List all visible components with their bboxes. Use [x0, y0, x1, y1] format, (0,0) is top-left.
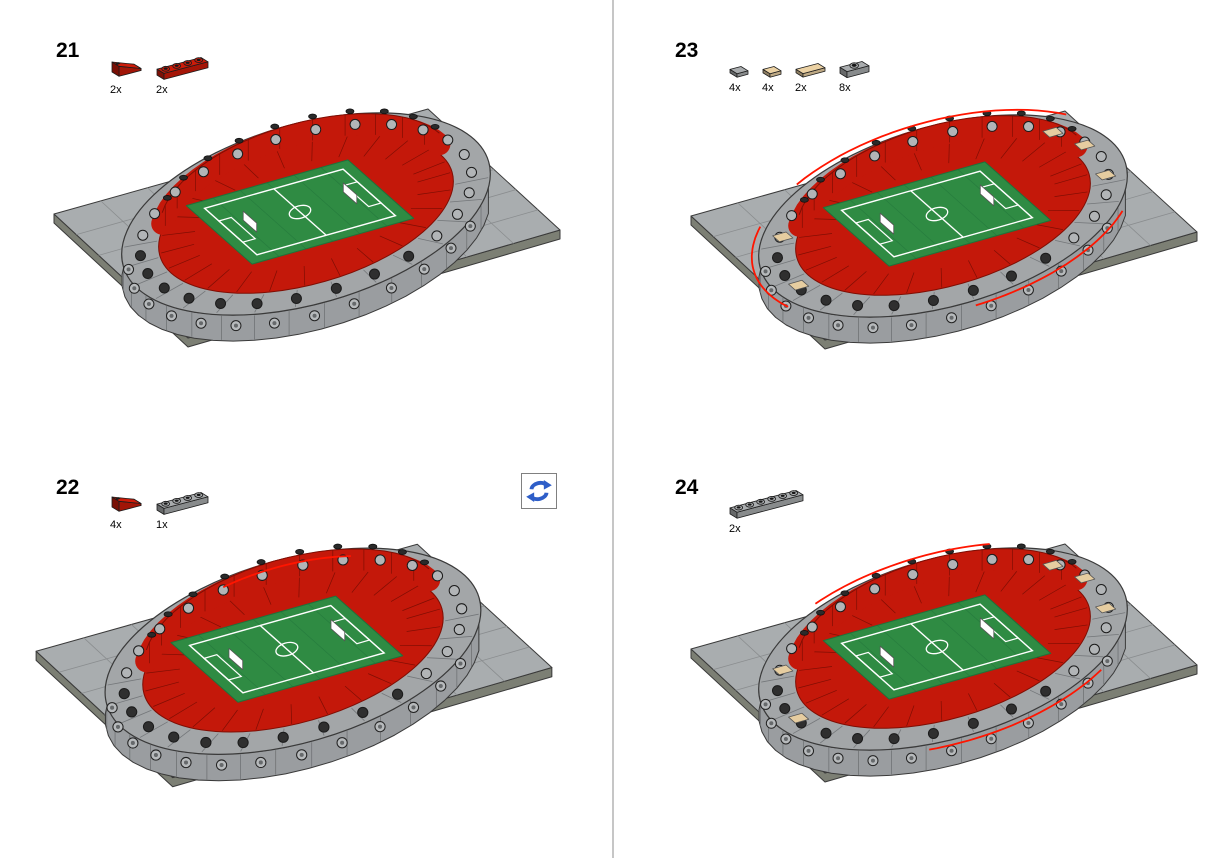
part-tile-1x1-tan: 4x [760, 63, 784, 94]
lego-slope-icon [111, 61, 142, 77]
part-count-label: 8x [839, 82, 851, 94]
part-slope-1x2-red: 4x [108, 490, 145, 531]
part-count-label: 4x [762, 82, 774, 94]
part-count-label: 4x [110, 519, 122, 531]
step-number: 21 [56, 39, 80, 62]
vertical-divider [612, 0, 614, 858]
lego-plate-icon [729, 490, 804, 519]
part-jumper-plate-1x2-gray: 8x [837, 58, 872, 94]
parts-list: 4x 1x [108, 489, 211, 531]
lego-plate-icon [156, 492, 209, 515]
part-plate-1x4-gray: 1x [154, 489, 211, 531]
lego-tile-icon [795, 63, 826, 78]
step-number: 23 [675, 39, 699, 62]
part-count-label: 1x [156, 519, 168, 531]
lego-tile-icon [729, 66, 749, 78]
parts-list: 4x 4x 2x 8x [727, 58, 872, 94]
lego-jumper-plate-icon [839, 61, 870, 79]
part-count-label: 2x [156, 84, 168, 96]
part-count-label: 4x [729, 82, 741, 94]
lego-tile-icon [762, 66, 782, 78]
rotate-arrows-icon [526, 479, 552, 503]
step-22-panel: 22 4x 1x [0, 429, 613, 858]
part-count-label: 2x [729, 523, 741, 535]
stadium-model-render [690, 108, 1198, 350]
step-24-panel: 24 2x [615, 429, 1232, 858]
part-tile-1x1-gray: 4x [727, 63, 751, 94]
step-21-panel: 21 2x 2x [0, 0, 613, 429]
part-count-label: 2x [110, 84, 122, 96]
part-count-label: 2x [795, 82, 807, 94]
stadium-model-render [35, 543, 553, 788]
step-number: 24 [675, 476, 699, 499]
step-number: 22 [56, 476, 80, 499]
part-slope-1x2-red: 2x [108, 55, 145, 96]
stadium-model-render [53, 108, 561, 348]
parts-list: 2x [727, 487, 806, 535]
stadium-model-render [690, 543, 1198, 783]
parts-list: 2x 2x [108, 54, 211, 96]
part-tile-1x2-tan: 2x [793, 60, 828, 94]
lego-slope-icon [111, 496, 142, 512]
rotate-model-symbol [521, 473, 557, 509]
part-plate-1x6-gray: 2x [727, 487, 806, 535]
step-23-panel: 23 4x 4x 2x 8x [615, 0, 1232, 429]
lego-plate-icon [156, 57, 209, 80]
part-plate-1x4-red: 2x [154, 54, 211, 96]
